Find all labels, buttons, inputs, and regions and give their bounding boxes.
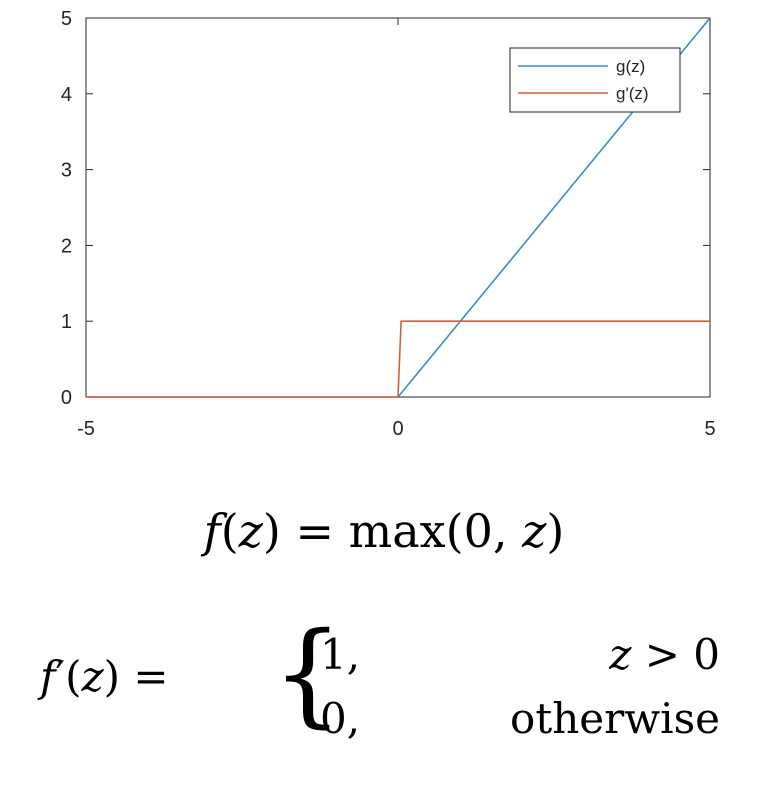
case1-comparison: > 0 (631, 630, 720, 679)
eq1-function-name: f (203, 504, 221, 558)
legend-label-2: g'(z) (616, 84, 649, 103)
eq1-max: max (348, 504, 446, 558)
y-tick-label: 0 (61, 387, 72, 409)
eq1-variable: z (238, 504, 263, 558)
case-row-otherwise: 0, otherwise (320, 694, 740, 744)
eq1-rhs-close: ) (546, 504, 565, 558)
eq2-close-paren: ) (103, 652, 121, 701)
y-tick-label: 5 (61, 8, 72, 30)
eq1-close-paren: ) (262, 504, 281, 558)
x-tick-label: -5 (77, 418, 95, 440)
y-tick-label: 3 (61, 160, 72, 182)
eq2-variable: z (81, 652, 104, 701)
legend-box (509, 47, 681, 113)
case2-condition: otherwise (510, 694, 720, 743)
eq1-rhs-zero: 0 (463, 504, 493, 558)
y-tick-label: 2 (61, 235, 72, 257)
eq1-rhs-comma: , (492, 504, 523, 558)
x-tick-label: 5 (704, 418, 715, 440)
legend-label-1: g(z) (616, 57, 645, 76)
eq1-equals: = (280, 504, 349, 558)
series-line-2 (86, 320, 710, 398)
eq2-equals: = (120, 652, 169, 701)
eq1-open-paren: ( (220, 504, 239, 558)
case1-variable: z (609, 630, 632, 679)
eq2-open-paren: ( (65, 652, 82, 701)
y-tick-label: 4 (61, 84, 72, 106)
eq1-rhs-open: ( (445, 504, 464, 558)
piecewise-brace: { (272, 609, 344, 739)
relu-derivative-equation: f′(z) = { 1, z > 0 0, otherwise (40, 612, 740, 762)
eq2-lhs: f′(z) = (40, 652, 169, 701)
case1-condition: z > 0 (609, 630, 720, 679)
y-tick-label: 1 (61, 311, 72, 333)
x-tick-label: 0 (392, 418, 403, 440)
case-row-positive: 1, z > 0 (320, 630, 740, 680)
case2-value: 0, (320, 694, 361, 743)
eq1-rhs-variable: z (522, 504, 547, 558)
eq2-function-name: f (40, 652, 56, 701)
case1-value: 1, (320, 630, 361, 679)
eq2-prime: ′ (55, 652, 66, 701)
relu-function-equation: f(z) = max(0, z) (0, 504, 768, 558)
